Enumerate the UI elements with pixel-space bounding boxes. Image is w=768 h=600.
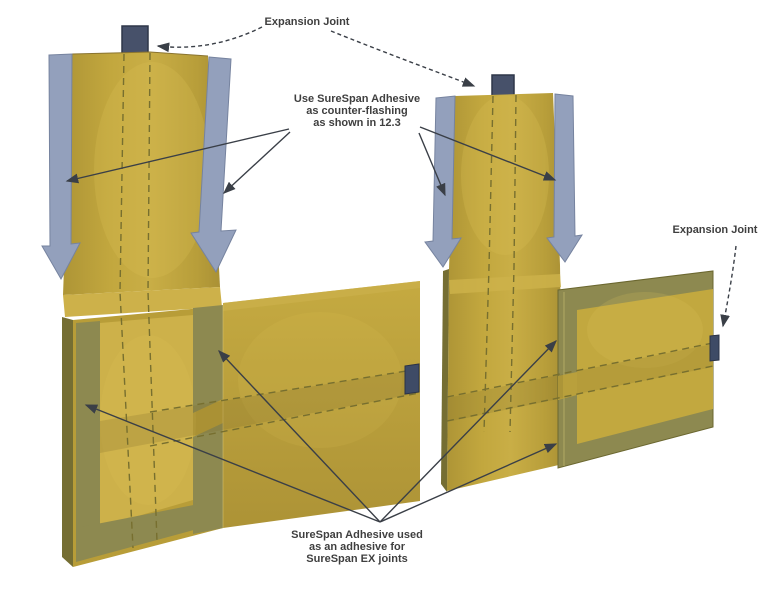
label-counter-flashing-line1: Use SureSpan Adhesive bbox=[293, 93, 421, 105]
right-fold-band bbox=[449, 274, 561, 294]
right-lap-band-over-strip bbox=[558, 372, 577, 400]
leader-adhesive-to-right-strip-lower bbox=[379, 443, 558, 523]
leader-adhesive-to-left-strip bbox=[84, 404, 381, 523]
left-adhesive-strip-left bbox=[76, 321, 100, 551]
right-counter-flashing-arrow-left bbox=[424, 95, 462, 268]
right-horizontal-lap-band-wall bbox=[447, 374, 563, 422]
label-ex-adhesive-line3: SureSpan EX joints bbox=[306, 553, 408, 565]
left-deck-panel bbox=[223, 281, 420, 528]
right-assembly bbox=[424, 74, 720, 492]
label-expansion-joint-top: Expansion Joint bbox=[264, 16, 350, 28]
left-assembly bbox=[41, 25, 420, 567]
left-deck-expansion-joint-block bbox=[404, 363, 420, 395]
left-lower-wall-side-face bbox=[62, 317, 73, 567]
left-adhesive-strip-joint-upper bbox=[193, 305, 223, 413]
left-upper-wall-membrane bbox=[63, 52, 220, 295]
left-counter-flashing-arrow-left bbox=[41, 53, 81, 281]
right-counter-flashing-arrow-right bbox=[546, 93, 583, 263]
label-counter-flashing-line3: as shown in 12.3 bbox=[313, 117, 401, 129]
leader-adhesive-to-left-joint-strip bbox=[218, 349, 381, 523]
left-horizontal-dashed-line-lower bbox=[149, 392, 420, 447]
right-wall-sheen bbox=[461, 95, 549, 255]
left-fold-band bbox=[63, 287, 222, 317]
right-horizontal-dashed-line-upper bbox=[446, 342, 714, 398]
label-ex-adhesive-line1: SureSpan Adhesive used bbox=[291, 529, 423, 541]
leader-adhesive-to-right-strip-upper bbox=[379, 339, 557, 523]
leader-expansion-top-to-left-block bbox=[156, 26, 263, 53]
left-horizontal-lap-band bbox=[100, 369, 419, 453]
right-vertical-dashed-line-2 bbox=[509, 94, 517, 433]
leader-flashing-to-left-arrow-left bbox=[65, 128, 290, 184]
label-counter-flashing: Use SureSpan Adhesive as counter-flashin… bbox=[277, 93, 437, 129]
right-horizontal-lap-band-deck bbox=[577, 344, 713, 394]
left-adhesive-strip-bottom bbox=[76, 501, 216, 562]
right-horizontal-dashed-line-lower bbox=[446, 365, 714, 422]
leader-flashing-to-left-arrow-right bbox=[222, 131, 291, 194]
left-counter-flashing-arrow-right bbox=[190, 56, 237, 274]
label-counter-flashing-line2: as counter-flashing bbox=[306, 105, 408, 117]
right-expansion-joint-block bbox=[491, 74, 515, 98]
left-expansion-joint-block bbox=[121, 25, 149, 55]
right-deck-inner-membrane bbox=[577, 289, 713, 444]
left-vertical-dashed-line-1 bbox=[119, 53, 134, 549]
left-upper-wall-top-edge bbox=[71, 51, 209, 57]
leader-flashing-to-right-arrow-left bbox=[418, 132, 446, 197]
leader-expansion-right-to-block bbox=[720, 245, 737, 328]
leader-flashing-to-right-arrow-right bbox=[419, 126, 557, 181]
label-ex-adhesive: SureSpan Adhesive used as an adhesive fo… bbox=[277, 529, 437, 565]
leader-expansion-top-to-right-block bbox=[330, 30, 476, 87]
left-adhesive-strip-joint-lower bbox=[193, 423, 223, 534]
left-horizontal-dashed-line-upper bbox=[149, 368, 420, 413]
right-wall-side-face bbox=[441, 269, 449, 492]
right-vertical-dashed-line-1 bbox=[483, 95, 494, 433]
left-deck-panel-top-highlight bbox=[223, 281, 420, 311]
label-ex-adhesive-line2: as an adhesive for bbox=[309, 541, 405, 553]
label-expansion-joint-right: Expansion Joint bbox=[672, 224, 758, 236]
right-deck-expansion-joint-block bbox=[709, 334, 720, 362]
annotation-lines bbox=[65, 26, 737, 523]
left-lower-wall-sheen bbox=[100, 335, 196, 505]
right-deck-sheen bbox=[587, 292, 703, 368]
